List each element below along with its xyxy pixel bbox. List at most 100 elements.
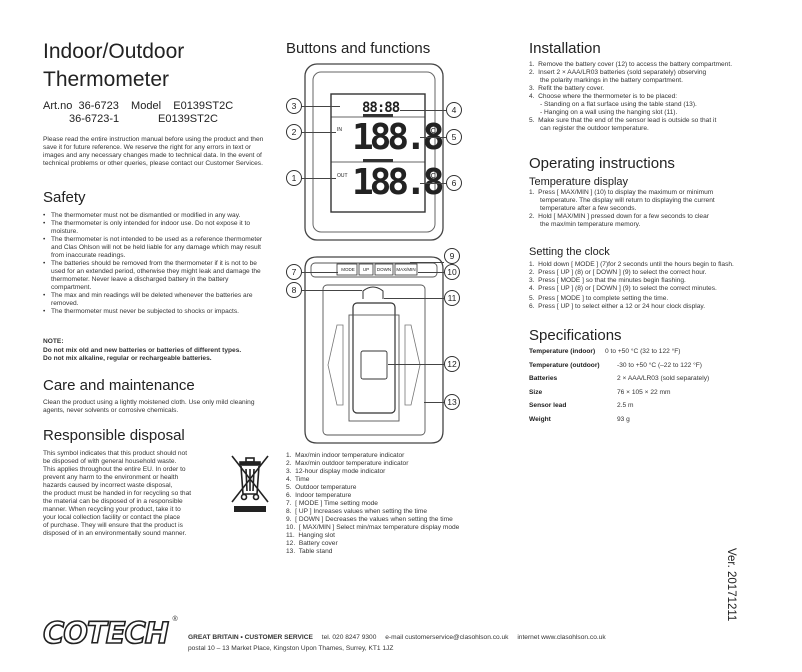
disposal-text: This symbol indicates that this product … — [43, 450, 223, 538]
spec-value: 93 g — [617, 415, 630, 423]
disposal-line: This symbol indicates that this product … — [43, 450, 188, 457]
device-in-label: IN — [337, 127, 342, 133]
setting-clock-list: 1. Hold down [ MODE ] (7)for 2 seconds u… — [529, 261, 774, 311]
device-unit-bottom: °C — [428, 173, 436, 180]
table-row: Temperature (outdoor)-30 to +50 °C (–22 … — [529, 359, 769, 373]
spec-key: Temperature (outdoor) — [529, 361, 600, 369]
device-outdoor-digits: 188.8 — [352, 117, 444, 158]
list-item: 3. 12-hour display mode indicator — [286, 468, 386, 475]
brand-logo-text: COTECH — [42, 615, 170, 651]
table-row: Size 76 × 105 × 22 mm — [529, 386, 769, 400]
specifications-heading: Specifications — [529, 327, 622, 344]
spec-value: 0 to +50 °C (32 to 122 °F) — [605, 348, 681, 355]
callout-12: 12 — [444, 356, 460, 372]
callout-3: 3 — [286, 98, 302, 114]
page-title-line1: Indoor/Outdoor — [43, 40, 185, 63]
callout-10: 10 — [444, 264, 460, 280]
disposal-line: prevent any harm to the environment or h… — [43, 474, 179, 481]
list-item: 2. Max/min outdoor temperature indicator — [286, 460, 409, 467]
list-item: the polarity markings in the battery com… — [529, 77, 683, 84]
list-item: 2. Press [ UP ] (8) or [ DOWN ] (9) to s… — [529, 269, 707, 276]
note-label: NOTE: — [43, 338, 64, 345]
disposal-line: hazards caused by incorrect waste dispos… — [43, 482, 173, 489]
list-item: The batteries should be removed from the… — [43, 260, 267, 292]
list-item: 1. Press [ MAX/MIN ] (10) to display the… — [529, 189, 714, 196]
list-item: 5. Outdoor temperature — [286, 484, 357, 491]
customer-service-label: GREAT BRITAIN • CUSTOMER SERVICE — [188, 634, 313, 641]
list-item: 11. Hanging slot — [286, 532, 335, 539]
list-item: 4. Choose where the thermometer is to be… — [529, 93, 678, 100]
list-item: 5. Press [ MODE ] to complete setting th… — [529, 295, 669, 302]
registered-mark: ® — [172, 616, 178, 623]
spec-key: Batteries — [529, 375, 558, 382]
callout-13: 13 — [444, 394, 460, 410]
list-item: The max and min readings will be deleted… — [43, 292, 267, 308]
list-item: 5. Make sure that the end of the sensor … — [529, 117, 717, 124]
spec-key: Size — [529, 388, 543, 396]
list-item: 7. [ MODE ] Time setting mode — [286, 500, 378, 507]
temperature-display-list: 1. Press [ MAX/MIN ] (10) to display the… — [529, 189, 769, 229]
list-item: - Hanging on a wall using the hanging sl… — [529, 109, 678, 116]
list-item: 2. Insert 2 × AAA/LR03 batteries (sold s… — [529, 69, 707, 76]
setting-clock-heading: Setting the clock — [529, 246, 610, 258]
up-button: UP — [362, 267, 370, 272]
disposal-line: your local collection facility or contac… — [43, 514, 181, 521]
device-back-illustration — [304, 256, 444, 444]
spec-key: Sensor lead — [529, 402, 567, 409]
spec-value: 76 × 105 × 22 mm — [617, 388, 671, 396]
down-button: DOWN — [376, 267, 392, 272]
installation-list: 1. Remove the battery cover (12) to acce… — [529, 61, 769, 133]
care-text: Clean the product using a lightly moiste… — [43, 399, 255, 414]
footer-internet: internet www.clasohlson.co.uk — [517, 634, 606, 641]
list-item: 2. Hold [ MAX/MIN ] pressed down for a f… — [529, 213, 709, 220]
list-item: 8. [ UP ] Increases values when setting … — [286, 508, 427, 515]
list-item: 6. Indoor temperature — [286, 492, 352, 499]
callout-leader — [418, 272, 444, 273]
article-row-2a: 36-6723-1 — [69, 113, 120, 125]
weee-bin-icon — [231, 455, 269, 512]
buttons-heading: Buttons and functions — [286, 40, 431, 57]
specifications-table: Temperature (indoor)0 to +50 °C (32 to 1… — [529, 345, 769, 426]
disposal-line: This applies throughout the entire EU. I… — [43, 466, 186, 473]
article-row-1: Art.no 36-6723 Model E0139ST2C — [43, 100, 234, 112]
table-row: Weight 93 g — [529, 413, 769, 427]
disposal-line: disposed of in an environmentally sound … — [43, 530, 187, 537]
list-item: 10. [ MAX/MIN ] Select min/max temperatu… — [286, 524, 460, 531]
list-item: can register the outdoor temperature. — [529, 125, 649, 132]
table-row: Batteries 2 × AAA/LR03 (sold separately) — [529, 372, 769, 386]
spec-key: Weight — [529, 415, 551, 423]
disposal-line: of purchase. They will ensure that the p… — [43, 522, 183, 529]
list-item: The thermometer is only intended for ind… — [43, 220, 267, 236]
callout-11: 11 — [444, 290, 460, 306]
list-item: - Standing on a flat surface using the t… — [529, 101, 697, 108]
disposal-heading: Responsible disposal — [43, 427, 185, 444]
callout-leader — [424, 402, 444, 403]
list-item: 3. Press [ MODE ] so that the minutes be… — [529, 277, 686, 284]
intro-text: Please read the entire instruction manua… — [43, 136, 264, 167]
maxmin-button: MAX/MIN — [396, 267, 416, 272]
care-heading: Care and maintenance — [43, 377, 195, 394]
list-item: The thermometer must never be subjected … — [43, 308, 267, 316]
disposal-line: be disposed of with general household wa… — [43, 458, 177, 465]
footer-email: e-mail customerservice@clasohlson.co.uk — [385, 634, 509, 641]
device-unit-top: °C — [428, 128, 436, 135]
list-item: The thermometer must not be dismantled o… — [43, 212, 267, 220]
list-item: 4. Time — [286, 476, 310, 483]
callout-leader — [302, 106, 340, 107]
callout-5: 5 — [446, 129, 462, 145]
safety-list: The thermometer must not be dismantled o… — [43, 212, 267, 316]
disposal-line: the material can be disposed of in a res… — [43, 498, 183, 505]
list-item: 6. Press [ UP ] to select either a 12 or… — [529, 303, 706, 310]
list-item: 1. Max/min indoor temperature indicator — [286, 452, 405, 459]
callout-leader — [302, 290, 362, 291]
operating-heading: Operating instructions — [529, 155, 675, 172]
callout-1: 1 — [286, 170, 302, 186]
article-row-2b: E0139ST2C — [158, 113, 218, 125]
spec-value: 2 × AAA/LR03 (sold separately) — [617, 375, 710, 382]
list-item: the max/min temperature memory. — [529, 221, 641, 228]
callout-2: 2 — [286, 124, 302, 140]
note-line-2: Do not mix alkaline, regular or recharge… — [43, 355, 212, 362]
callout-leader — [388, 364, 444, 365]
safety-heading: Safety — [43, 189, 86, 206]
device-indoor-digits: 188.8 — [352, 162, 444, 203]
